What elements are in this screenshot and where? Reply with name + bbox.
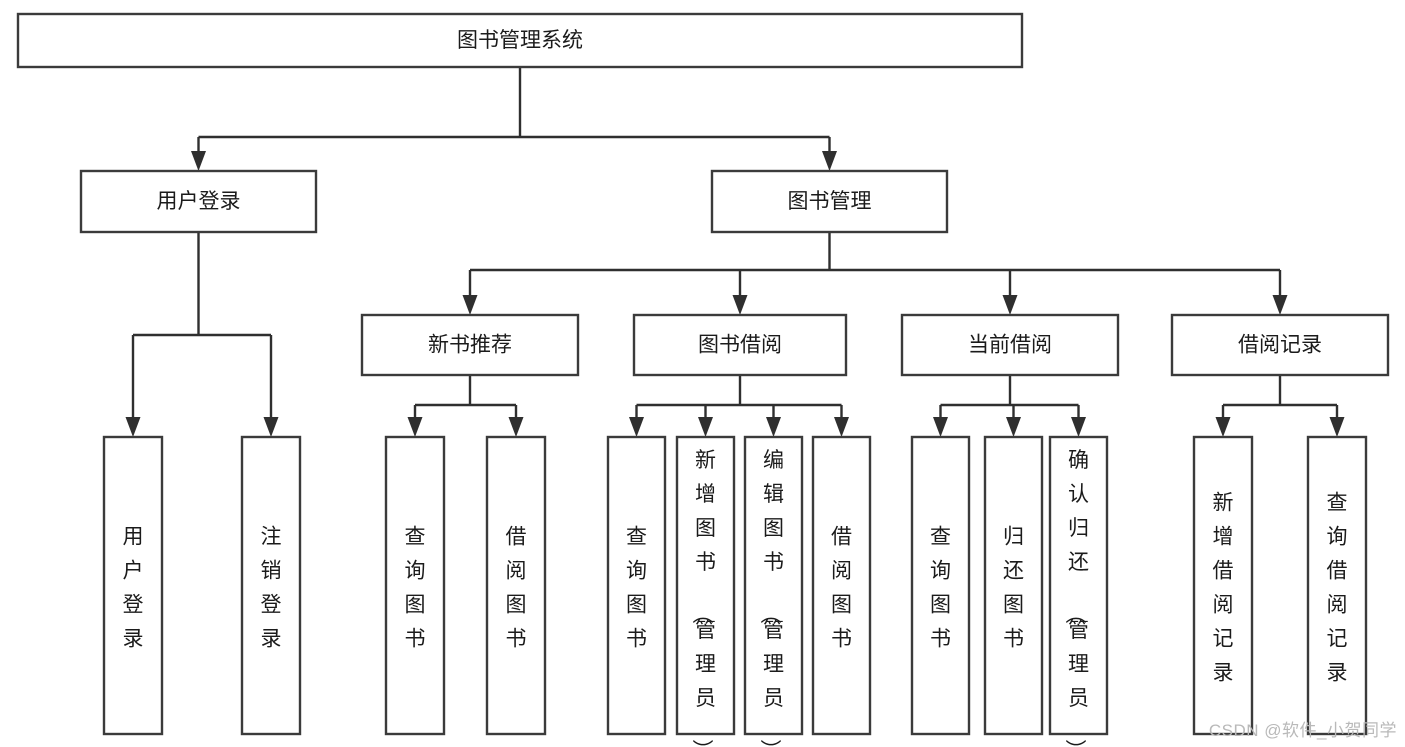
- edge-book-borrow-arrow-2: [766, 417, 781, 437]
- node-borrow-record-label: 借阅记录: [1238, 334, 1322, 357]
- edge-root-arrow-0: [191, 151, 206, 171]
- node-current-borrow-box[interactable]: [900, 313, 1120, 377]
- node-leaf-add-book[interactable]: 新增图书（管理员）: [675, 435, 736, 747]
- node-root-system-label: 图书管理系统: [457, 29, 583, 52]
- node-leaf-confirm-return-label: 确认归还（管理员）: [1063, 449, 1089, 747]
- node-book-manage-label: 图书管理: [788, 190, 872, 213]
- edge-user-login-arrow-1: [263, 417, 279, 437]
- node-borrow-record-box[interactable]: [1170, 313, 1390, 377]
- edge-book-manage-arrow-3: [1272, 295, 1288, 315]
- node-leaf-edit-book-label: 编辑图书（管理员）: [758, 449, 784, 747]
- node-leaf-return-book[interactable]: 归还图书: [983, 435, 1044, 736]
- node-leaf-query-book-rec-label: 查询图书: [405, 526, 426, 651]
- node-leaf-add-record[interactable]: 新增借阅记录: [1192, 435, 1254, 736]
- node-leaf-query-book-bor[interactable]: 查询图书: [606, 435, 667, 736]
- node-leaf-query-record-label: 查询借阅记录: [1327, 492, 1348, 685]
- edge-book-borrow-arrow-1: [698, 417, 713, 437]
- node-user-login-label: 用户登录: [157, 190, 241, 213]
- node-book-borrow-label: 图书借阅: [698, 334, 782, 357]
- node-leaf-return-book-box[interactable]: [983, 435, 1044, 736]
- node-current-borrow-label: 当前借阅: [968, 334, 1052, 357]
- node-leaf-query-record[interactable]: 查询借阅记录: [1306, 435, 1368, 736]
- node-leaf-user-login-box[interactable]: [102, 435, 164, 736]
- node-leaf-borrow-book-rec-label: 借阅图书: [506, 526, 527, 651]
- node-leaf-confirm-return-box[interactable]: [1048, 435, 1109, 736]
- node-leaf-add-record-label: 新增借阅记录: [1213, 492, 1234, 685]
- node-leaf-logout-label: 注销登录: [261, 526, 282, 651]
- edge-book-borrow-arrow-0: [629, 417, 644, 437]
- node-leaf-query-book-rec-box[interactable]: [384, 435, 446, 736]
- node-leaf-borrow-book-bor[interactable]: 借阅图书: [811, 435, 872, 736]
- node-leaf-query-book-cur[interactable]: 查询图书: [910, 435, 971, 736]
- node-leaf-query-book-bor-box[interactable]: [606, 435, 667, 736]
- edge-new-book-recommend-arrow-0: [407, 417, 423, 437]
- node-leaf-logout-box[interactable]: [240, 435, 302, 736]
- edge-user-login-arrow-0: [125, 417, 141, 437]
- node-leaf-edit-book[interactable]: 编辑图书（管理员）: [743, 435, 804, 747]
- node-leaf-confirm-return[interactable]: 确认归还（管理员）: [1048, 435, 1109, 747]
- node-book-borrow-box[interactable]: [632, 313, 848, 377]
- node-leaf-add-book-box[interactable]: [675, 435, 736, 736]
- csdn-watermark: CSDN @软件_小贺同学: [1208, 721, 1397, 740]
- node-leaf-query-book-bor-label: 查询图书: [626, 526, 647, 651]
- node-book-manage-box[interactable]: [710, 169, 949, 234]
- edge-new-book-recommend-arrow-1: [508, 417, 524, 437]
- node-leaf-user-login[interactable]: 用户登录: [102, 435, 164, 736]
- edge-current-borrow-arrow-0: [933, 417, 948, 437]
- edge-borrow-record-arrow-1: [1329, 417, 1345, 437]
- node-book-borrow[interactable]: 图书借阅: [632, 313, 848, 377]
- edge-current-borrow-arrow-2: [1071, 417, 1086, 437]
- node-leaf-query-book-cur-label: 查询图书: [930, 526, 951, 651]
- node-root-system[interactable]: 图书管理系统: [16, 12, 1024, 69]
- node-leaf-add-book-label: 新增图书（管理员）: [690, 449, 716, 747]
- edge-root-arrow-1: [822, 151, 837, 171]
- edge-current-borrow-arrow-1: [1006, 417, 1021, 437]
- node-leaf-logout[interactable]: 注销登录: [240, 435, 302, 736]
- node-leaf-borrow-book-bor-box[interactable]: [811, 435, 872, 736]
- node-leaf-add-record-box[interactable]: [1192, 435, 1254, 736]
- edge-book-manage-arrow-2: [1002, 295, 1018, 315]
- node-user-login-box[interactable]: [79, 169, 318, 234]
- edge-book-manage-arrow-1: [732, 295, 748, 315]
- node-root-system-box[interactable]: [16, 12, 1024, 69]
- node-leaf-borrow-book-bor-label: 借阅图书: [831, 526, 852, 651]
- node-leaf-user-login-label: 用户登录: [123, 526, 144, 651]
- node-leaf-query-record-box[interactable]: [1306, 435, 1368, 736]
- node-new-book-recommend-label: 新书推荐: [428, 334, 512, 357]
- node-leaf-query-book-rec[interactable]: 查询图书: [384, 435, 446, 736]
- node-new-book-recommend[interactable]: 新书推荐: [360, 313, 580, 377]
- node-borrow-record[interactable]: 借阅记录: [1170, 313, 1390, 377]
- node-leaf-borrow-book-rec-box[interactable]: [485, 435, 547, 736]
- edge-book-borrow-arrow-3: [834, 417, 849, 437]
- node-leaf-query-book-cur-box[interactable]: [910, 435, 971, 736]
- edge-book-manage-arrow-0: [462, 295, 478, 315]
- edge-borrow-record-arrow-0: [1215, 417, 1231, 437]
- node-layer: 图书管理系统用户登录图书管理新书推荐图书借阅当前借阅借阅记录用户登录注销登录查询…: [16, 12, 1390, 747]
- node-book-manage[interactable]: 图书管理: [710, 169, 949, 234]
- node-leaf-borrow-book-rec[interactable]: 借阅图书: [485, 435, 547, 736]
- node-user-login[interactable]: 用户登录: [79, 169, 318, 234]
- node-current-borrow[interactable]: 当前借阅: [900, 313, 1120, 377]
- node-leaf-edit-book-box[interactable]: [743, 435, 804, 736]
- node-new-book-recommend-box[interactable]: [360, 313, 580, 377]
- node-leaf-return-book-label: 归还图书: [1003, 526, 1024, 651]
- connector-layer: [125, 67, 1345, 437]
